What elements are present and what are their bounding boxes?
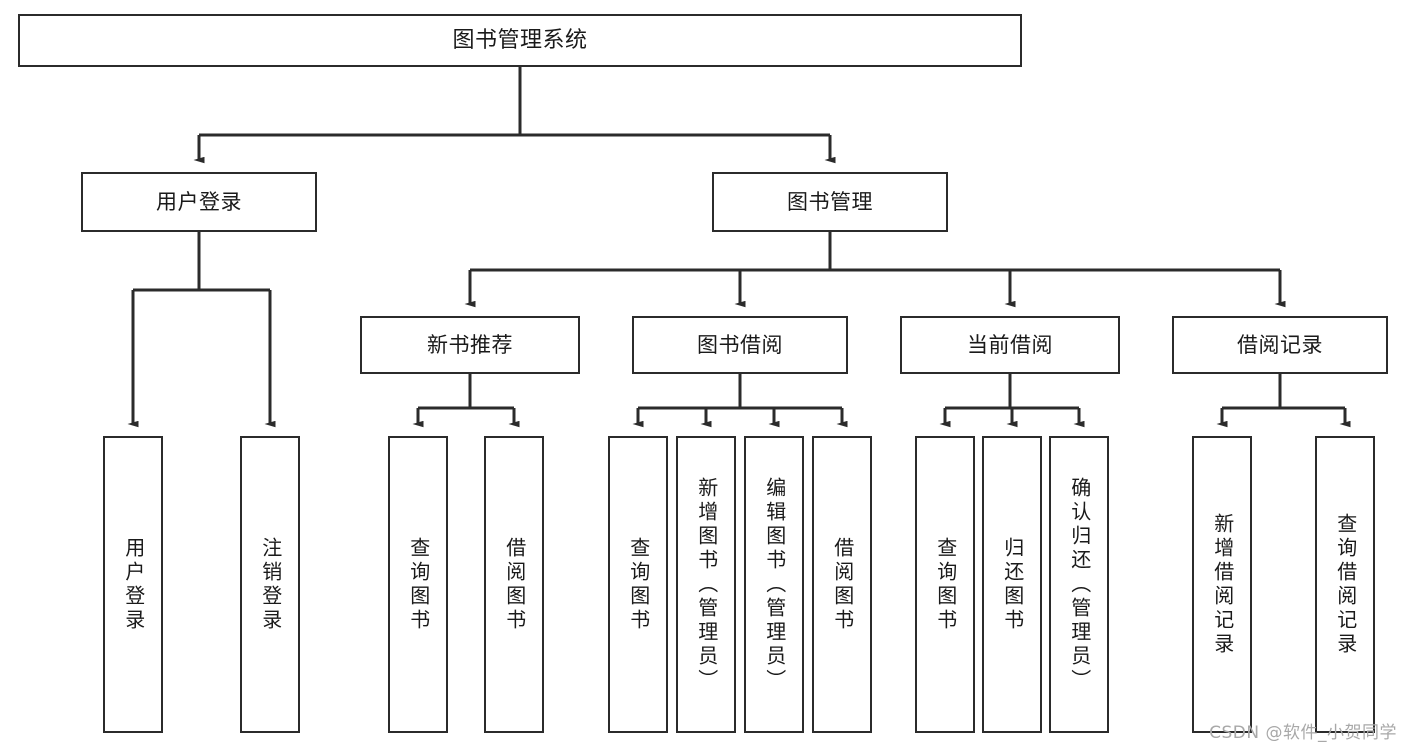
node-label: 编辑图书（管理员） bbox=[762, 476, 787, 693]
node-label: 借阅图书 bbox=[830, 536, 855, 633]
leaf-add-book-admin[interactable]: 新增图书（管理员） bbox=[676, 436, 736, 733]
node-label: 当前借阅 bbox=[967, 332, 1053, 357]
node-borrow-record[interactable]: 借阅记录 bbox=[1172, 316, 1388, 374]
node-user-login[interactable]: 用户登录 bbox=[81, 172, 317, 232]
node-label: 图书管理 bbox=[787, 189, 873, 214]
node-book-borrow[interactable]: 图书借阅 bbox=[632, 316, 848, 374]
csdn-watermark: CSDN @软件_小贺同学 bbox=[1209, 723, 1397, 743]
node-label: 查询借阅记录 bbox=[1333, 512, 1358, 657]
node-current-borrow[interactable]: 当前借阅 bbox=[900, 316, 1120, 374]
leaf-edit-book-admin[interactable]: 编辑图书（管理员） bbox=[744, 436, 804, 733]
node-label: 新增借阅记录 bbox=[1210, 512, 1235, 657]
leaf-user-login[interactable]: 用户登录 bbox=[103, 436, 163, 733]
node-label: 用户登录 bbox=[121, 536, 146, 633]
leaf-logout[interactable]: 注销登录 bbox=[240, 436, 300, 733]
node-label: 查询图书 bbox=[406, 536, 431, 633]
leaf-query-book-current[interactable]: 查询图书 bbox=[915, 436, 975, 733]
node-root-system[interactable]: 图书管理系统 bbox=[18, 14, 1022, 67]
node-label: 归还图书 bbox=[1000, 536, 1025, 633]
node-book-management[interactable]: 图书管理 bbox=[712, 172, 948, 232]
leaf-borrow-book-new[interactable]: 借阅图书 bbox=[484, 436, 544, 733]
leaf-query-book-new[interactable]: 查询图书 bbox=[388, 436, 448, 733]
node-label: 图书管理系统 bbox=[452, 27, 588, 53]
leaf-confirm-return-admin[interactable]: 确认归还（管理员） bbox=[1049, 436, 1109, 733]
node-label: 图书借阅 bbox=[697, 332, 783, 357]
leaf-add-borrow-record[interactable]: 新增借阅记录 bbox=[1192, 436, 1252, 733]
node-label: 注销登录 bbox=[258, 536, 283, 633]
node-label: 新书推荐 bbox=[427, 332, 513, 357]
node-new-book-recommend[interactable]: 新书推荐 bbox=[360, 316, 580, 374]
leaf-return-book[interactable]: 归还图书 bbox=[982, 436, 1042, 733]
leaf-query-borrow-record[interactable]: 查询借阅记录 bbox=[1315, 436, 1375, 733]
node-label: 用户登录 bbox=[156, 189, 242, 214]
node-label: 借阅记录 bbox=[1237, 332, 1323, 357]
node-label: 查询图书 bbox=[626, 536, 651, 633]
leaf-query-book-borrow[interactable]: 查询图书 bbox=[608, 436, 668, 733]
leaf-borrow-book[interactable]: 借阅图书 bbox=[812, 436, 872, 733]
node-label: 借阅图书 bbox=[502, 536, 527, 633]
node-label: 确认归还（管理员） bbox=[1067, 476, 1092, 693]
node-label: 新增图书（管理员） bbox=[694, 476, 719, 693]
node-label: 查询图书 bbox=[933, 536, 958, 633]
